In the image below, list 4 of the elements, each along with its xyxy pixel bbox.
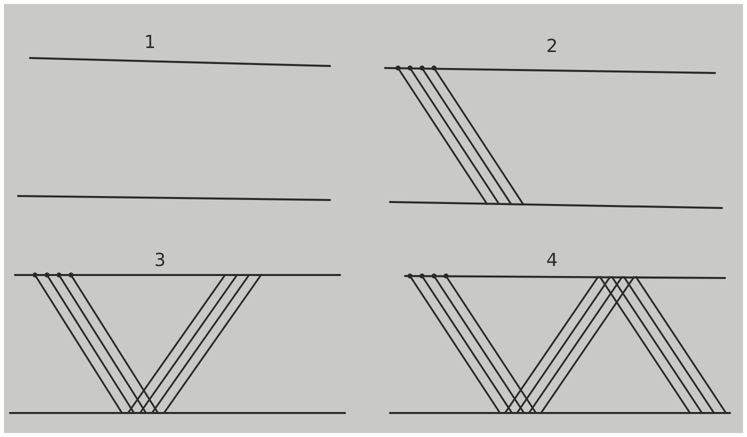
panel-number: 4 xyxy=(546,250,558,271)
panel-number: 1 xyxy=(144,32,156,53)
panel-number: 2 xyxy=(546,36,558,57)
panel-number: 3 xyxy=(154,250,166,271)
